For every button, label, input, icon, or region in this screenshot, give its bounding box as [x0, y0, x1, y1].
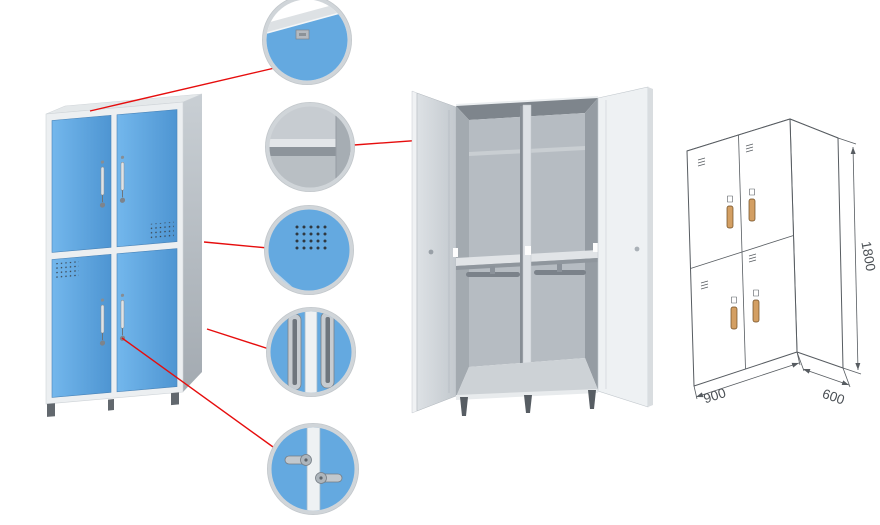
sketch-door-split-horizontal [690, 235, 794, 269]
lock-latch [284, 454, 312, 466]
door-handle [119, 293, 126, 341]
interior-floor [456, 358, 598, 397]
door-bottom-right [116, 248, 178, 393]
shelf-slot [453, 248, 458, 257]
interior-left-wall [456, 106, 469, 397]
cabinet-leg [47, 403, 55, 417]
sketch-handle [726, 205, 734, 229]
door-top-left [51, 114, 112, 253]
open-cabinet [411, 86, 653, 416]
door-handle [119, 155, 126, 203]
door-lock-hole [634, 246, 640, 252]
sketch-handles [726, 198, 760, 330]
cabinet-leg [588, 390, 596, 409]
shelf-slot [525, 246, 531, 255]
door-top-right [116, 109, 178, 248]
width-dimension-label: 900 [702, 385, 728, 406]
sketch-side-face [789, 118, 844, 369]
lock-latch [315, 472, 343, 484]
open-right-door [597, 86, 653, 408]
sketch-locks [727, 188, 759, 304]
cabinet-side-face [183, 94, 202, 392]
interior-right-wall [585, 98, 598, 390]
closed-cabinet [45, 93, 203, 417]
shelf-detail-callout [264, 102, 355, 192]
callout-line [203, 241, 269, 249]
hanging-rod [534, 270, 586, 275]
door-handle [99, 160, 106, 208]
dimension-sketch: 1800 900 600 [686, 118, 878, 408]
cabinet-leg [524, 395, 532, 413]
callout-line [89, 66, 280, 112]
vent-holes [55, 261, 79, 279]
door-rails-detail-callout [265, 306, 356, 397]
door-lock-hole [428, 249, 434, 255]
cabinet-leg [171, 392, 179, 406]
hanging-rod [466, 272, 520, 277]
vent-holes-detail-callout [263, 204, 354, 295]
cabinet-leg [108, 399, 114, 411]
sketch-dimension-lines [693, 137, 862, 400]
cabinet-leg [460, 397, 468, 416]
detail-callouts [262, 0, 359, 515]
vent-holes [293, 222, 327, 252]
sketch-handle [748, 198, 756, 222]
vent-holes [149, 221, 174, 239]
door-handle [99, 298, 106, 346]
sketch-handle [752, 299, 760, 323]
door-bottom-left [51, 253, 112, 398]
lock-latch-detail-callout [266, 422, 359, 515]
callout-line [206, 328, 270, 350]
callout-line [121, 337, 281, 453]
depth-dimension-label: 600 [820, 386, 846, 408]
sketch-vent-marks [697, 143, 757, 290]
sketch-handle [730, 306, 738, 330]
cabinet-interior [453, 96, 598, 416]
height-dimension-label: 1800 [858, 240, 878, 272]
top-corner-detail-callout [262, 0, 352, 85]
shelf-slot [593, 243, 598, 252]
open-left-door [411, 90, 457, 414]
